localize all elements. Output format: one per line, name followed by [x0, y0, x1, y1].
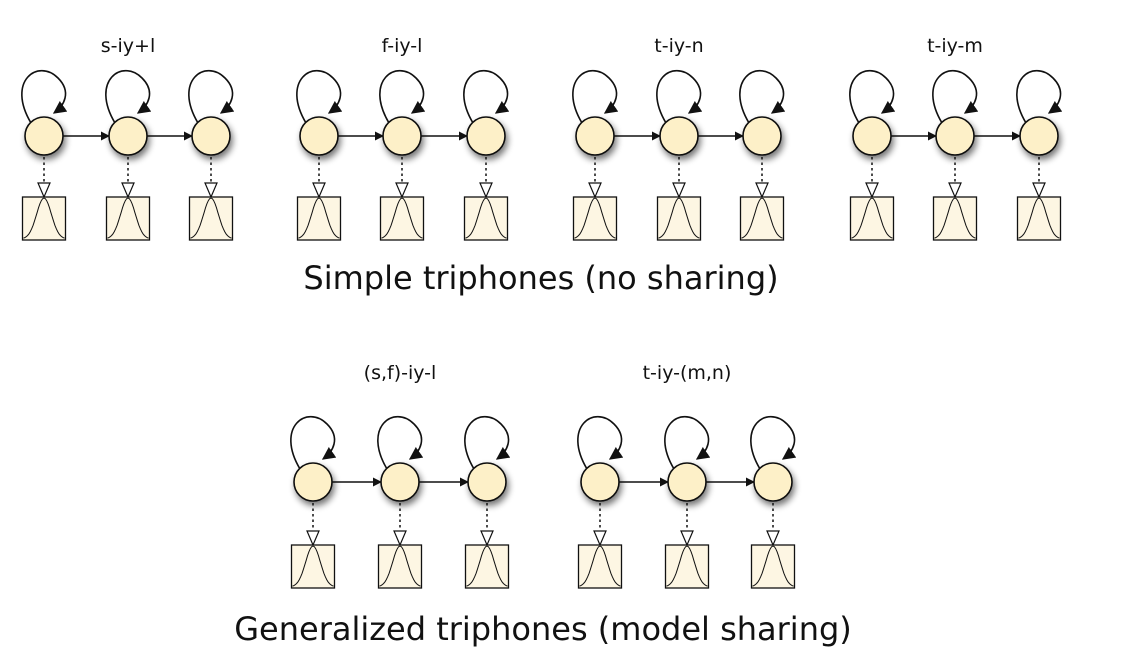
gaussian-pdf-box — [379, 196, 425, 241]
emission-arrowhead-icon — [312, 182, 326, 199]
self-loop-arrow — [463, 69, 510, 124]
self-loop-arrow — [188, 69, 235, 124]
gaussian-curve — [107, 197, 149, 239]
hmm-state — [380, 462, 420, 502]
self-loop-arrow — [849, 69, 896, 124]
self-loop-arrow — [739, 69, 786, 124]
hmm-state — [1019, 116, 1059, 156]
hmm-state — [753, 462, 793, 502]
gaussian-curve — [851, 197, 893, 239]
gaussian-curve — [741, 197, 783, 239]
self-loop-arrow — [664, 415, 711, 470]
gaussian-curve — [465, 197, 507, 239]
hmm-state — [742, 116, 782, 156]
gaussian-curve — [579, 545, 621, 587]
model-label: t-iy-m — [927, 35, 983, 57]
model-label: s-iy+l — [101, 35, 155, 57]
emission-arrowhead-icon — [1032, 182, 1046, 199]
hmm-state — [293, 462, 333, 502]
hmm-state — [299, 116, 339, 156]
self-loop-arrow — [1016, 69, 1063, 124]
self-loop-arrow — [932, 69, 979, 124]
gaussian-curve — [666, 545, 708, 587]
gaussian-curve — [574, 197, 616, 239]
emission-arrowhead-icon — [588, 182, 602, 199]
hmm-state — [659, 116, 699, 156]
hmm-state — [382, 116, 422, 156]
hmm-state — [191, 116, 231, 156]
hmm-state — [667, 462, 707, 502]
self-loop-arrow — [105, 69, 152, 124]
gaussian-curve — [934, 197, 976, 239]
emission-arrowhead-icon — [593, 530, 607, 547]
hmm-state — [24, 116, 64, 156]
hmm-state — [580, 462, 620, 502]
hmm-state — [852, 116, 892, 156]
hmm-state — [467, 462, 507, 502]
self-loop-arrow — [290, 415, 337, 470]
hmm-model: t-iy-(m,n) — [577, 362, 797, 589]
gaussian-curve — [23, 197, 65, 239]
emission-arrowhead-icon — [393, 530, 407, 547]
emission-arrowhead-icon — [37, 182, 51, 199]
emission-arrowhead-icon — [755, 182, 769, 199]
emission-arrowhead-icon — [480, 530, 494, 547]
self-loop-arrow — [656, 69, 703, 124]
emission-arrowhead-icon — [204, 182, 218, 199]
self-loop-arrow — [577, 415, 624, 470]
gaussian-curve — [466, 545, 508, 587]
emission-arrowhead-icon — [672, 182, 686, 199]
hmm-model: (s,f)-iy-l — [290, 362, 511, 589]
hmm-state — [935, 116, 975, 156]
gaussian-curve — [298, 197, 340, 239]
model-label: f-iy-l — [382, 35, 423, 57]
gaussian-curve — [292, 545, 334, 587]
emission-arrowhead-icon — [479, 182, 493, 199]
gaussian-curve — [381, 197, 423, 239]
self-loop-arrow — [750, 415, 797, 470]
gaussian-curve — [1018, 197, 1060, 239]
self-loop-arrow — [572, 69, 619, 124]
gaussian-curve — [752, 545, 794, 587]
gaussian-curve — [658, 197, 700, 239]
hmm-state — [466, 116, 506, 156]
emission-arrowhead-icon — [680, 530, 694, 547]
hmm-model: t-iy-m — [849, 35, 1063, 241]
emission-arrowhead-icon — [121, 182, 135, 199]
hmm-model: s-iy+l — [21, 35, 235, 241]
self-loop-arrow — [464, 415, 511, 470]
self-loop-arrow — [379, 69, 426, 124]
model-label: (s,f)-iy-l — [364, 362, 437, 384]
emission-arrowhead-icon — [306, 530, 320, 547]
emission-arrowhead-icon — [766, 530, 780, 547]
generalized-triphones-section: (s,f)-iy-l t-iy-(m,n) — [290, 362, 797, 589]
gaussian-curve — [190, 197, 232, 239]
emission-arrowhead-icon — [395, 182, 409, 199]
model-label: t-iy-(m,n) — [643, 362, 732, 384]
self-loop-arrow — [377, 415, 424, 470]
caption-simple-triphones: Simple triphones (no sharing) — [303, 259, 778, 297]
caption-generalized-triphones: Generalized triphones (model sharing) — [234, 610, 852, 648]
gaussian-curve — [379, 545, 421, 587]
simple-triphones-section: s-iy+l f-iy-l t-iy-n t-iy-m — [21, 35, 1063, 241]
emission-arrowhead-icon — [865, 182, 879, 199]
self-loop-arrow — [296, 69, 343, 124]
model-label: t-iy-n — [654, 35, 703, 57]
hmm-model: t-iy-n — [572, 35, 786, 241]
self-loop-arrow — [21, 69, 68, 124]
hmm-model: f-iy-l — [296, 35, 510, 241]
hmm-state — [575, 116, 615, 156]
hmm-state — [108, 116, 148, 156]
emission-arrowhead-icon — [948, 182, 962, 199]
